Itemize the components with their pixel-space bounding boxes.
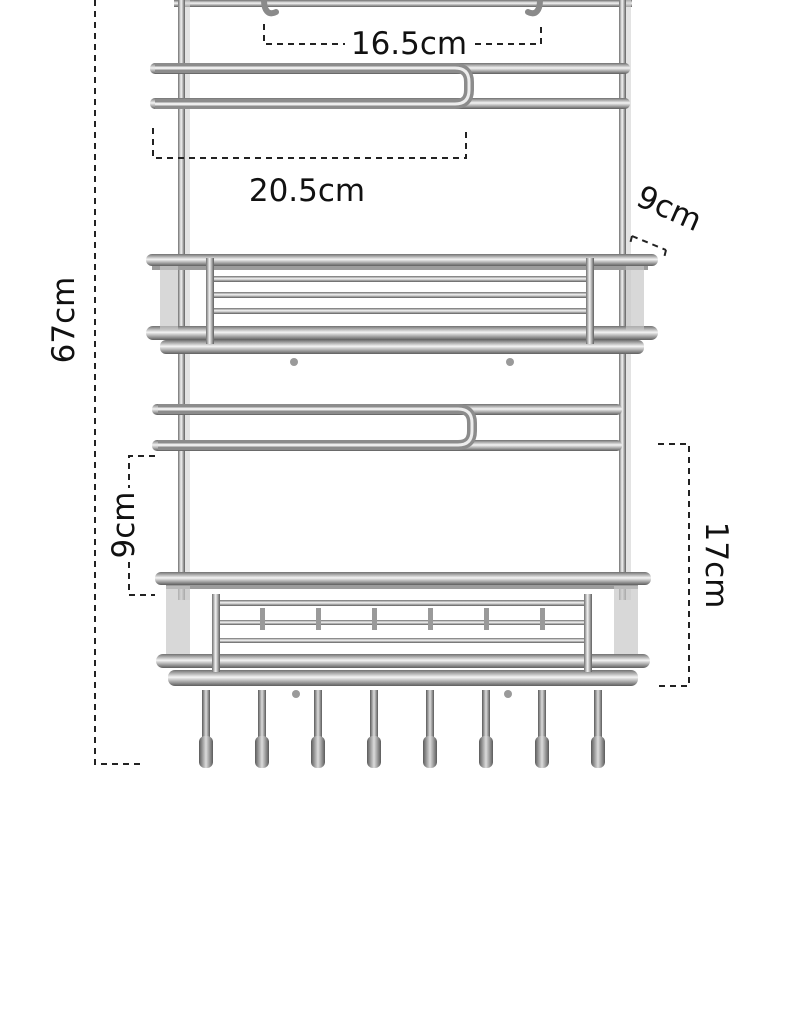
upper-towel-bar bbox=[150, 63, 630, 109]
lower-basket bbox=[155, 572, 651, 698]
shower-caddy-rack bbox=[146, 0, 658, 768]
lower-towel-bar bbox=[152, 404, 622, 451]
dim-line-towel-bar-width bbox=[152, 128, 467, 159]
hook-icon bbox=[199, 690, 213, 768]
dim-line-lower-basket-height bbox=[658, 443, 690, 687]
bottom-hooks bbox=[199, 690, 605, 768]
dim-line-total-height bbox=[94, 0, 145, 765]
dim-label-basket-depth: 9cm bbox=[631, 179, 707, 239]
upper-basket bbox=[146, 254, 658, 366]
top-rail bbox=[174, 0, 632, 17]
hook-icon bbox=[535, 690, 549, 768]
side-frame bbox=[178, 0, 631, 600]
dim-label-lower-basket-height: 17cm bbox=[698, 522, 734, 609]
dim-label-towel-bar-width: 20.5cm bbox=[249, 173, 365, 209]
hook-icon bbox=[591, 690, 605, 768]
hook-icon bbox=[255, 690, 269, 768]
dim-line-basket-depth bbox=[629, 235, 667, 259]
hook-icon bbox=[367, 690, 381, 768]
hook-icon bbox=[423, 690, 437, 768]
hook-icon bbox=[479, 690, 493, 768]
hook-icon bbox=[311, 690, 325, 768]
dim-label-top-hook-spacing: 16.5cm bbox=[351, 26, 467, 62]
dim-label-total-height: 67cm bbox=[46, 277, 82, 364]
dim-line-shelf-gap bbox=[128, 455, 155, 596]
dim-label-shelf-gap: 9cm bbox=[106, 492, 142, 559]
